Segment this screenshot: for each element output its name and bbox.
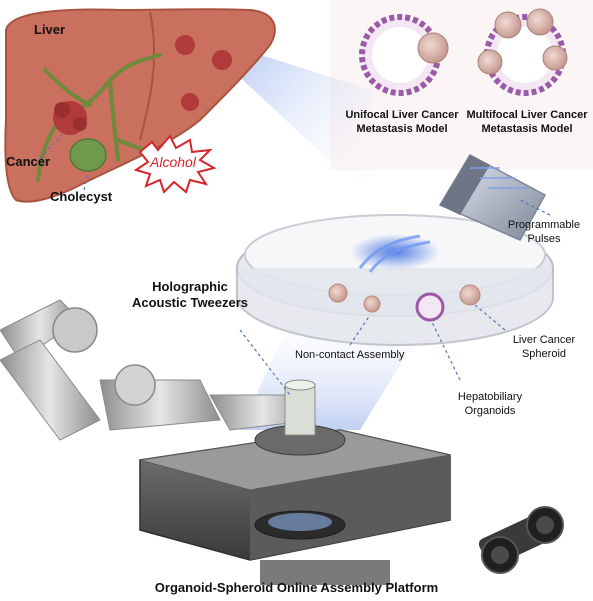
alcohol-label: Alcohol — [150, 154, 196, 170]
alcohol-burst — [133, 134, 217, 194]
liver-label: Liver — [34, 22, 66, 37]
spheroid-label-line2: Spheroid — [521, 348, 567, 360]
organoids-label-line1: Hepatobiliary — [457, 391, 523, 403]
liver-illustration — [4, 8, 276, 203]
ultrasound-probe — [438, 154, 547, 241]
tweezers-label-line2: Acoustic Tweezers — [131, 295, 249, 310]
unifocal-label-line1: Unifocal Liver Cancer — [345, 109, 459, 121]
multifocal-model-graphic — [477, 8, 568, 96]
programmable-label-line2: Pulses — [527, 233, 561, 245]
organoids-label-line2: Organoids — [464, 405, 516, 417]
unifocal-model-graphic — [359, 14, 449, 96]
microscope-stage — [139, 379, 564, 585]
cholecyst-label: Cholecyst — [50, 189, 113, 204]
petri-dish — [236, 214, 554, 347]
programmable-label-line1: Programmable — [507, 219, 581, 231]
callout-arrows — [39, 134, 551, 396]
cancer-label: Cancer — [6, 154, 51, 169]
spheroid-label-line1: Liver Cancer — [512, 334, 576, 346]
tweezers-label-line1: Holographic — [152, 279, 228, 294]
platform-caption: Organoid-Spheroid Online Assembly Platfo… — [154, 580, 439, 595]
multifocal-label-line1: Multifocal Liver Cancer — [466, 109, 588, 121]
noncontact-label: Non-contact Assembly — [295, 349, 405, 361]
unifocal-label-line2: Metastasis Model — [356, 123, 448, 135]
multifocal-label-line2: Metastasis Model — [481, 123, 573, 135]
